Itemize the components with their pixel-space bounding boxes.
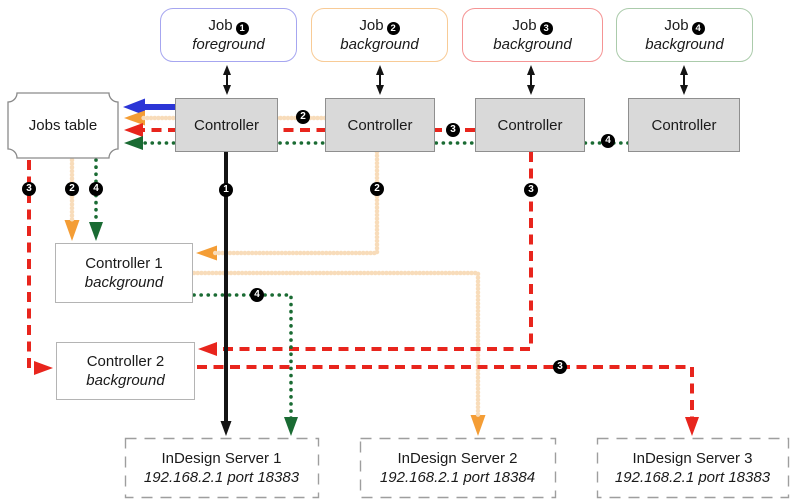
indesign-server-1-title: InDesign Server 1 (161, 449, 282, 467)
indesign-server-2-title: InDesign Server 2 (397, 449, 518, 467)
controller3-to-jobstable-red-arrowhead (124, 123, 143, 137)
controller-4-title: Controller (651, 116, 717, 134)
indesign-server-1-subtitle: 192.168.2.1 port 18383 (143, 468, 300, 486)
controller-1-background-subtitle: background (84, 274, 164, 291)
jobs-table-shape (7, 92, 119, 159)
badge-step-2-left: 2 (65, 182, 79, 196)
controller-3-title: Controller (497, 116, 563, 134)
controller2-to-jobstable-orange-arrowhead (124, 110, 145, 126)
controller3-to-controller2bg-red-line (215, 152, 533, 351)
controller1-to-server1-black-arrowhead (220, 421, 232, 436)
indesign-server-3-border (596, 437, 790, 499)
controller2-to-controller1bg-orange-line (212, 149, 380, 256)
indesign-server-3-title: InDesign Server 3 (632, 449, 753, 467)
indesign-server-2-border (359, 437, 557, 499)
job1-controller1-link-arrowhead-start (223, 65, 231, 75)
job-2-number-badge: 2 (386, 22, 400, 36)
controller1-to-jobstable-blue-arrowhead (123, 98, 145, 116)
controller-1-background-title: Controller 1 (85, 255, 163, 272)
badge-step-3-mid: 3 (524, 183, 538, 197)
job-1-number-badge: 1 (235, 22, 249, 36)
controller-2-background-title: Controller 2 (86, 353, 165, 370)
job-4-number-badge: 4 (691, 22, 705, 36)
indesign-server-3-subtitle: 192.168.2.1 port 18383 (614, 468, 771, 486)
job-4-subtitle: background (645, 36, 724, 54)
node-controller-3: Controller (475, 98, 585, 152)
controller-2-title: Controller (347, 116, 413, 134)
node-controller-2: Controller (325, 98, 435, 152)
job-1-subtitle: foreground (192, 36, 265, 54)
node-controller-1: Controller (175, 98, 278, 152)
indesign-server-1-border (124, 437, 320, 499)
job3-controller3-link-arrowhead (527, 85, 535, 95)
badge-step-3-left: 3 (22, 182, 36, 196)
badge-step-3-bottom: 3 (553, 360, 567, 374)
job4-controller4-link-arrowhead-start (680, 65, 688, 75)
job-3-number-badge: 3 (539, 22, 553, 36)
controller3-to-controller2bg-red-arrowhead (198, 342, 217, 356)
job1-controller1-link-arrowhead (223, 85, 231, 95)
controller1bg-to-server2-orange-arrowhead (470, 415, 486, 436)
badge-step-3-top: 3 (446, 123, 460, 137)
controller2-to-controller1bg-orange-arrowhead (196, 245, 217, 261)
controller2bg-to-server3-red-line (197, 365, 694, 419)
badge-step-4-top: 4 (601, 134, 615, 148)
node-jobs-table: Jobs table (8, 93, 118, 158)
badge-step-4-left: 4 (89, 182, 103, 196)
controller-1-title: Controller (193, 116, 260, 134)
controller-2-background-subtitle: background (86, 372, 165, 389)
job4-controller4-link-arrowhead (680, 85, 688, 95)
controller1bg-to-server1-green-arrowhead (284, 417, 298, 436)
jobstable-to-controller1bg-green-arrowhead (89, 222, 103, 241)
indesign-server-2-subtitle: 192.168.2.1 port 18384 (379, 468, 536, 486)
job-3-subtitle: background (493, 36, 572, 54)
job2-controller2-link-arrowhead (376, 85, 384, 95)
controller4-to-jobstable-green-arrowhead (124, 136, 143, 150)
badge-step-1-mid: 1 (219, 183, 233, 197)
job3-controller3-link-arrowhead-start (527, 65, 535, 75)
controller2bg-to-server3-red-arrowhead (685, 417, 699, 436)
jobstable-to-controller2bg-red-line (27, 160, 36, 370)
badge-step-2-top: 2 (296, 110, 310, 124)
jobs-table-title: Jobs table (28, 117, 98, 134)
jobstable-to-controller1bg-orange-arrowhead (64, 220, 80, 241)
job2-controller2-link-arrowhead-start (376, 65, 384, 75)
job-2-subtitle: background (340, 36, 419, 54)
badge-step-2-mid: 2 (370, 182, 384, 196)
controller1bg-to-server1-green-line (192, 293, 293, 421)
badge-step-4-mid: 4 (250, 288, 264, 302)
node-controller-2-background: Controller 2 background (56, 342, 195, 400)
node-controller-1-background: Controller 1 background (55, 243, 193, 303)
node-controller-4: Controller (628, 98, 740, 152)
jobstable-to-controller2bg-red-arrowhead (34, 361, 53, 375)
